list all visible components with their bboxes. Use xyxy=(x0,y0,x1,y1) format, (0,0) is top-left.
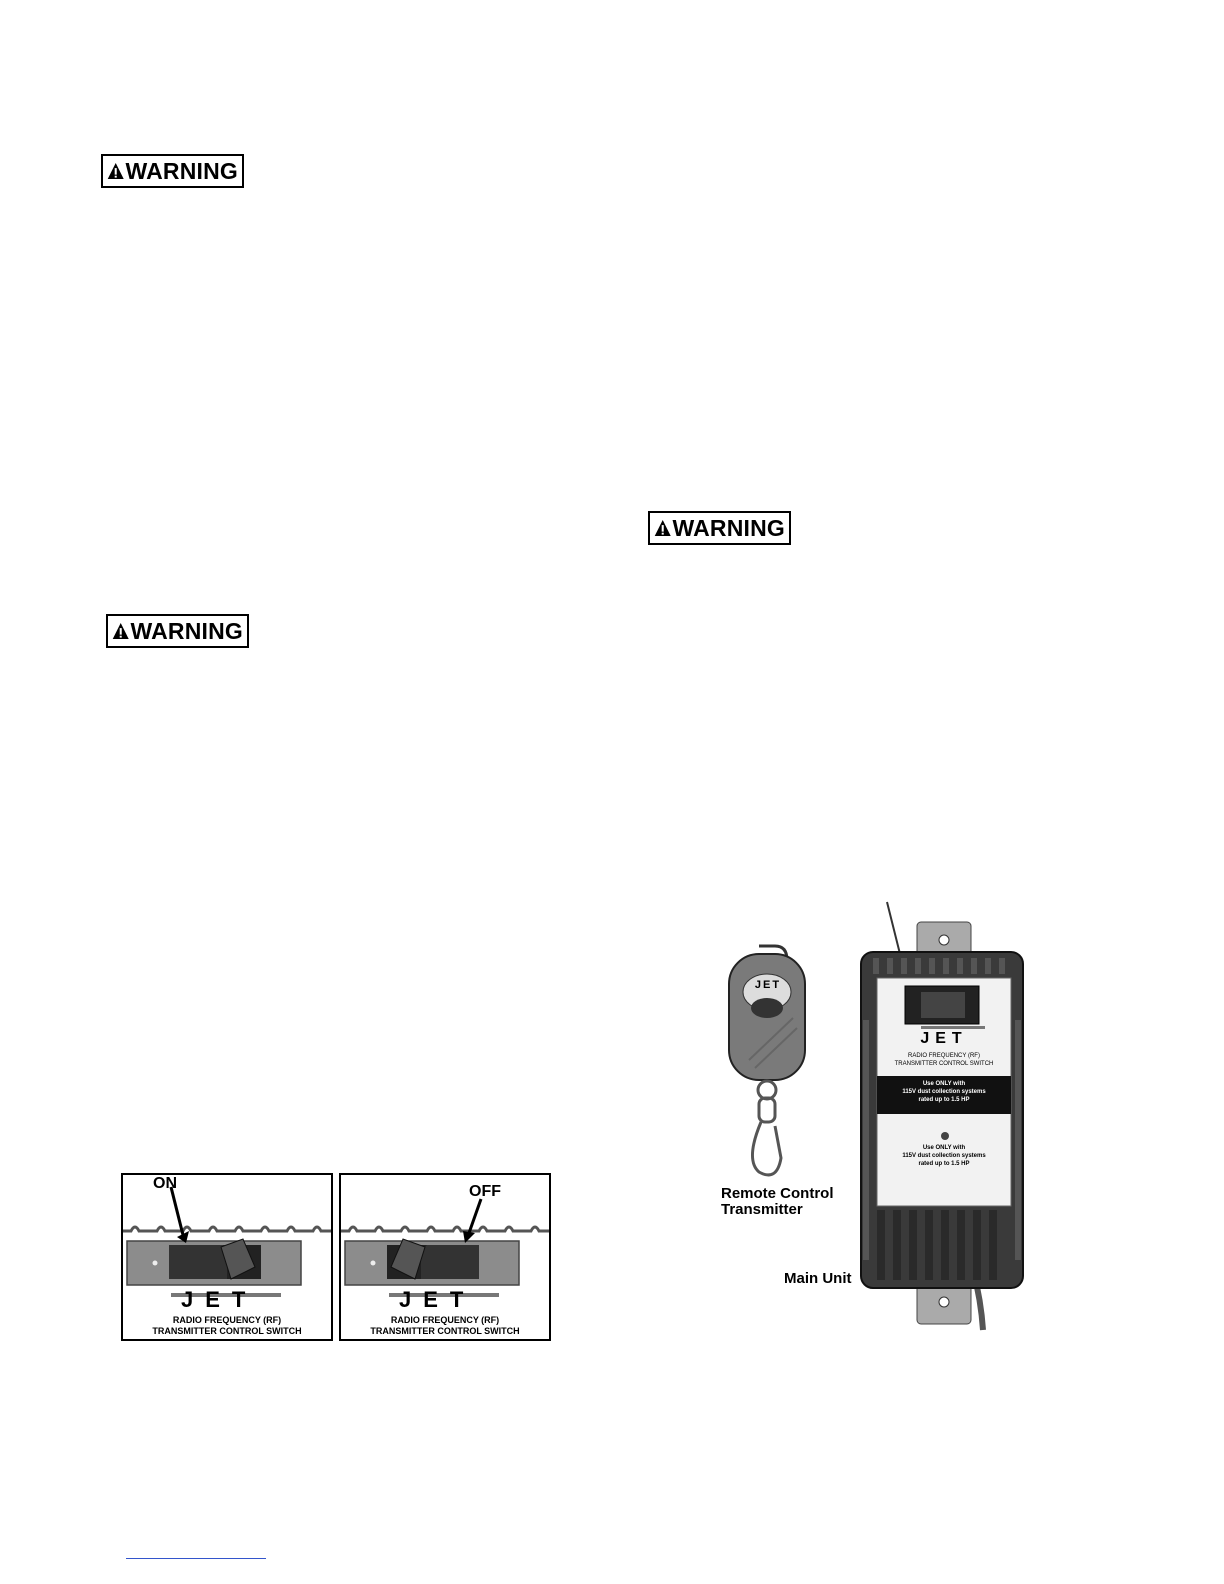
main-unit-label: Main Unit xyxy=(784,1270,852,1287)
warning-triangle-icon xyxy=(107,163,124,179)
warning-triangle-icon xyxy=(654,520,671,536)
remote-label-line1: Remote Control xyxy=(721,1185,834,1202)
off-label: OFF xyxy=(469,1183,501,1200)
switch-on-illustration xyxy=(123,1186,331,1297)
switch-off-illustration xyxy=(341,1198,549,1297)
remote-unit-illustration xyxy=(728,901,1024,1331)
jet-logo: JET xyxy=(181,1287,258,1312)
warning-label: WARNING xyxy=(130,617,243,644)
unit-text-line1: RADIO FREQUENCY (RF) xyxy=(908,1053,980,1059)
sticker-text-line2: 115V dust collection systems xyxy=(902,1089,986,1095)
jet-logo: JET xyxy=(399,1287,476,1312)
warning-label: WARNING xyxy=(672,514,785,541)
remote-and-unit-figure: JET JET RADIO FREQUENCY (RF) TRANSMITTER… xyxy=(715,900,1045,1340)
sticker-text-line1: Use ONLY with xyxy=(922,1081,966,1087)
sticker-text-line3: rated up to 1.5 HP xyxy=(918,1097,970,1103)
unit-text-line2: TRANSMITTER CONTROL SWITCH xyxy=(894,1061,994,1067)
warning-badge-3: WARNING xyxy=(648,511,791,545)
warning-label: WARNING xyxy=(125,157,238,184)
plate-text-line1: RADIO FREQUENCY (RF) xyxy=(390,1315,500,1325)
on-label: ON xyxy=(153,1175,177,1192)
unit-jet-logo: JET xyxy=(920,1030,968,1047)
plate-text-line2: TRANSMITTER CONTROL SWITCH xyxy=(370,1326,520,1336)
switch-on-panel: ON JET RADIO FREQUENCY (RF) TRANSMITTER … xyxy=(121,1173,333,1341)
warning-triangle-icon xyxy=(112,623,129,639)
body-text-line1: Use ONLY with xyxy=(922,1145,966,1151)
remote-jet-logo: JET xyxy=(754,979,782,991)
warning-badge-2: WARNING xyxy=(106,614,249,648)
body-text-line2: 115V dust collection systems xyxy=(902,1153,986,1159)
body-text-line3: rated up to 1.5 HP xyxy=(918,1161,970,1167)
plate-text-line2: TRANSMITTER CONTROL SWITCH xyxy=(152,1326,302,1336)
warning-badge-1: WARNING xyxy=(101,154,244,188)
remote-label-line2: Transmitter xyxy=(721,1201,803,1218)
switch-off-panel: OFF JET RADIO FREQUENCY (RF) TRANSMITTER… xyxy=(339,1173,551,1341)
plate-text-line1: RADIO FREQUENCY (RF) xyxy=(172,1315,282,1325)
footer-link-underline xyxy=(126,1558,266,1559)
